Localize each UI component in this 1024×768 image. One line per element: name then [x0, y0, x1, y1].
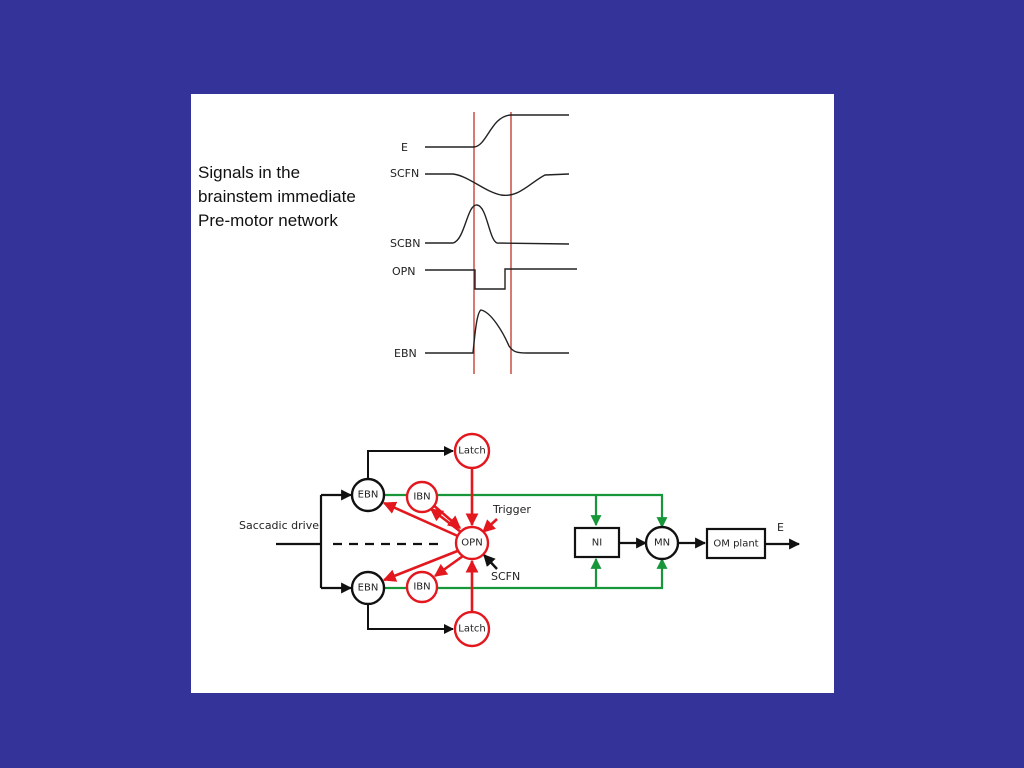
input-trunk [276, 495, 323, 588]
network-diagram: Saccadic drive E Trigger SCFN [239, 432, 801, 648]
ibn-bottom-label: IBN [413, 582, 430, 593]
slide-panel: Signals in the brainstem immediate Pre-m… [191, 94, 834, 693]
trace-label-opn: OPN [392, 265, 416, 278]
arrow-opn-to-ebn-top [382, 501, 461, 539]
arrow-ebn-top-to-latch [367, 446, 454, 479]
scfn-input-label: SCFN [491, 570, 520, 583]
latch-top-label: Latch [458, 446, 485, 457]
arrow-ibn-top-to-opn [431, 503, 461, 529]
arrow-ebn-bottom-to-latch [367, 604, 454, 634]
ni-label: NI [592, 538, 602, 549]
signal-traces: E SCFN SCBN OPN EBN [390, 112, 577, 374]
latch-bottom-node [453, 610, 491, 648]
arrow-opn-to-ibn-top [429, 507, 462, 534]
arrow-trigger-to-opn [482, 518, 498, 533]
om-plant-box [705, 527, 767, 560]
mn-label: MN [654, 538, 670, 549]
arrow-opn-to-ebn-bottom [382, 548, 461, 582]
title-line-1: Signals in the [198, 163, 301, 182]
trace-label-ebn: EBN [394, 347, 417, 360]
arrow-opn-to-ibn-bottom [433, 554, 464, 578]
trace-ebn [425, 309, 569, 354]
trace-label-e: E [401, 141, 408, 154]
trace-scfn [425, 173, 570, 196]
opn-label: OPN [461, 538, 482, 549]
arrow-scfn-to-opn [483, 554, 498, 570]
trigger-label: Trigger [492, 503, 531, 516]
title-line-2: brainstem immediate [198, 187, 356, 206]
trace-opn [425, 268, 577, 290]
trace-e [425, 114, 569, 148]
slide-title: Signals in the brainstem immediate Pre-m… [198, 161, 398, 233]
ebn-bottom-node [350, 570, 386, 606]
trace-label-scbn: SCBN [390, 237, 420, 250]
output-label-e: E [777, 521, 784, 534]
latch-bottom-label: Latch [458, 624, 485, 635]
trace-label-scfn: SCFN [390, 167, 419, 180]
ebn-top-label: EBN [358, 490, 379, 501]
ibn-top-label: IBN [413, 492, 430, 503]
om-plant-label: OM plant [713, 539, 758, 550]
saccadic-drive-label: Saccadic drive [239, 519, 319, 532]
latch-top-node [453, 432, 491, 470]
ebn-top-node [350, 477, 386, 513]
ni-box [573, 526, 621, 559]
ibn-bottom-node [405, 570, 439, 604]
ibn-top-node [405, 480, 439, 514]
title-line-3: Pre-motor network [198, 211, 338, 230]
ebn-bottom-label: EBN [358, 583, 379, 594]
opn-node [454, 525, 490, 561]
mn-node [644, 525, 680, 561]
trace-scbn [425, 204, 570, 245]
